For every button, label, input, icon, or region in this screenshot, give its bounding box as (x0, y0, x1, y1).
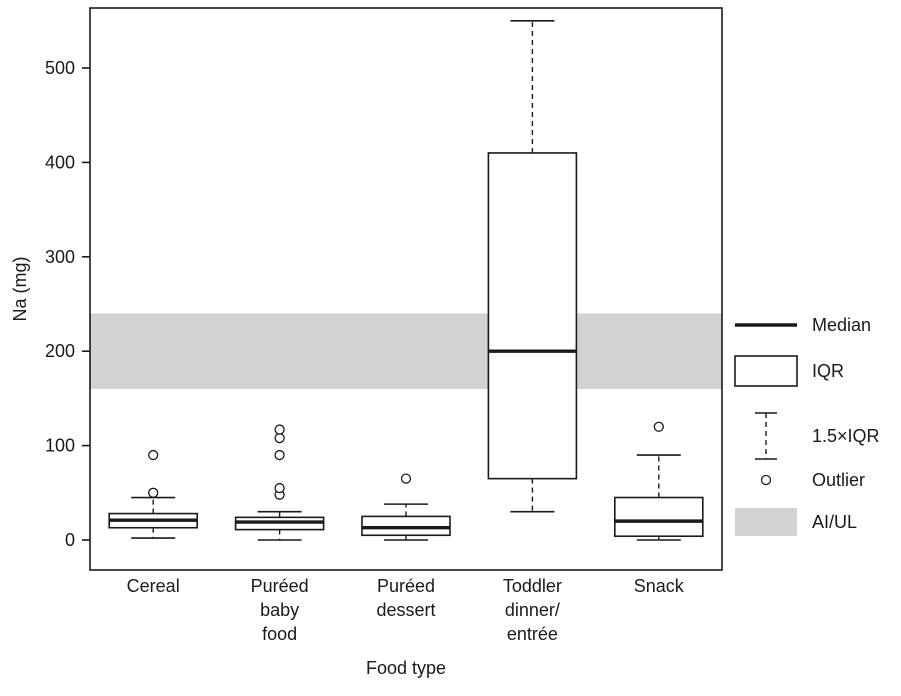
x-category-label: dinner/ (505, 600, 560, 620)
boxplot-cereal: Cereal (108, 449, 198, 596)
legend-label: IQR (812, 361, 844, 381)
outlier-point (274, 424, 285, 435)
y-axis-tick-label: 200 (45, 341, 75, 361)
legend-iqr-swatch (734, 355, 798, 387)
outlier-point (148, 487, 159, 498)
boxplot-pureed-dessert: Puréed dessert (361, 473, 451, 620)
iqr-box (361, 515, 451, 537)
outlier-point (400, 473, 412, 484)
x-axis-title: Food type (366, 658, 446, 678)
x-category-label: food (262, 624, 297, 644)
boxplot-toddler-dinner-entree: Toddler dinner/entrée (487, 19, 578, 644)
x-category-label: Toddler (503, 576, 562, 596)
y-axis-title: Na (mg) (10, 256, 30, 321)
legend-item-outlier: Outlier (760, 470, 865, 490)
y-axis-tick-label: 100 (45, 436, 75, 456)
legend-label: Outlier (812, 470, 865, 490)
y-axis-tick-label: 400 (45, 152, 75, 172)
legend-label: AI/UL (812, 512, 857, 532)
x-category-label: Cereal (127, 576, 180, 596)
ai-ul-band (90, 313, 722, 389)
iqr-box (613, 496, 704, 538)
outlier-point (148, 449, 159, 461)
x-category-label: Snack (634, 576, 685, 596)
plot-frame (89, 7, 723, 571)
legend-item-band: AI/UL (735, 508, 857, 536)
legend-item-median: Median (735, 315, 871, 335)
boxplot-snack: Snack (613, 421, 704, 596)
legend-item-whisker: 1.5×IQR (755, 412, 880, 460)
legend-label: Median (812, 315, 871, 335)
x-category-label: baby (260, 600, 299, 620)
legend-label: 1.5×IQR (812, 426, 880, 446)
outlier-point (274, 432, 285, 444)
x-category-label: entrée (507, 624, 558, 644)
outlier-point (653, 421, 664, 432)
legend-item-iqr: IQR (734, 355, 844, 387)
legend-outlier-swatch (760, 474, 772, 486)
outlier-point (274, 449, 285, 461)
iqr-box (487, 152, 578, 480)
boxplot-pureed-baby-food: Puréed baby food (234, 424, 325, 644)
outlier-point (274, 482, 285, 494)
y-axis-tick-label: 500 (45, 58, 75, 78)
y-axis-tick-label: 0 (65, 530, 75, 550)
x-category-label: Puréed (377, 576, 435, 596)
y-axis-tick-label: 300 (45, 247, 75, 267)
x-category-label: Puréed (251, 576, 309, 596)
legend-band-swatch (735, 508, 797, 536)
x-category-label: dessert (376, 600, 435, 620)
